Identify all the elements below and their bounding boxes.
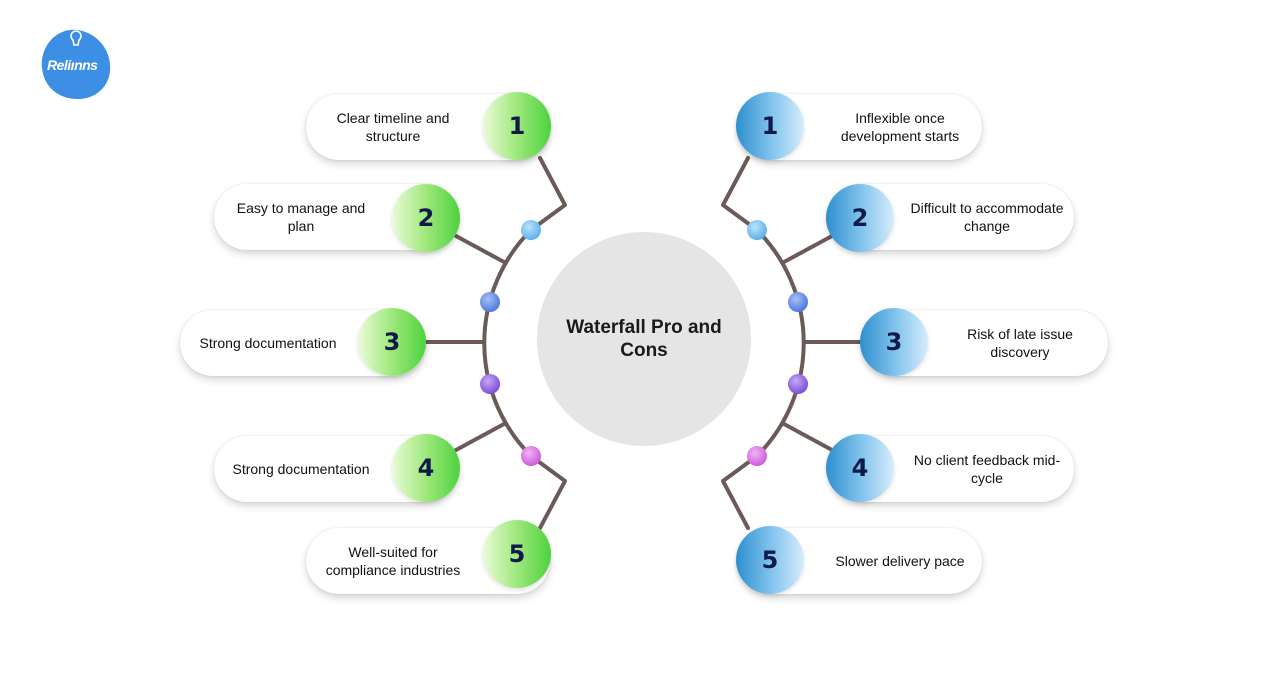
- con-text-2: Difficult to accommodate change: [910, 200, 1064, 234]
- pro-text-2: Easy to manage and plan: [236, 200, 366, 234]
- pro-connector-1: [529, 156, 567, 232]
- pro-badge-2: 2: [392, 184, 460, 252]
- pro-badge-1: 1: [483, 92, 551, 160]
- con-dot-4: [747, 446, 767, 466]
- con-text-4: No client feedback mid-cycle: [913, 452, 1061, 486]
- logo-wordmark: Reliınns: [47, 57, 98, 73]
- con-text-3: Risk of late issue discovery: [967, 326, 1073, 360]
- pro-dot-4: [521, 446, 541, 466]
- pro-dot-2: [480, 292, 500, 312]
- con-badge-3: 3: [860, 308, 928, 376]
- con-badge-1: 1: [736, 92, 804, 160]
- lightbulb-icon: [70, 30, 82, 46]
- con-badge-2: 2: [826, 184, 894, 252]
- pro-badge-4: 4: [392, 434, 460, 502]
- pro-text-3: Strong documentation: [199, 335, 337, 351]
- pro-dot-1: [521, 220, 541, 240]
- pro-text-1: Clear timeline and structure: [336, 110, 450, 144]
- pro-badge-3: 3: [358, 308, 426, 376]
- pro-text-4: Strong documentation: [232, 461, 370, 477]
- con-connector-1: [721, 156, 759, 232]
- con-text-1: Inflexible once development starts: [840, 110, 960, 144]
- pro-connector-2: [454, 234, 506, 264]
- con-badge-4: 4: [826, 434, 894, 502]
- con-badge-5: 5: [736, 526, 804, 594]
- con-dot-3: [788, 374, 808, 394]
- left-arc: [482, 228, 533, 458]
- con-connector-4: [782, 422, 834, 452]
- center-circle: Waterfall Pro and Cons: [537, 232, 751, 446]
- con-connector-5: [721, 454, 759, 530]
- pro-text-5: Well-suited for compliance industries: [325, 544, 461, 578]
- pro-dot-3: [480, 374, 500, 394]
- pro-connector-5: [529, 454, 567, 530]
- pro-connector-4: [454, 422, 506, 452]
- center-title: Waterfall Pro and Cons: [566, 317, 722, 361]
- pro-badge-5: 5: [483, 520, 551, 588]
- right-arc: [755, 228, 806, 458]
- company-logo: [41, 29, 111, 100]
- con-text-5: Slower delivery pace: [835, 553, 965, 569]
- con-dot-1: [747, 220, 767, 240]
- con-dot-2: [788, 292, 808, 312]
- con-connector-2: [782, 234, 834, 264]
